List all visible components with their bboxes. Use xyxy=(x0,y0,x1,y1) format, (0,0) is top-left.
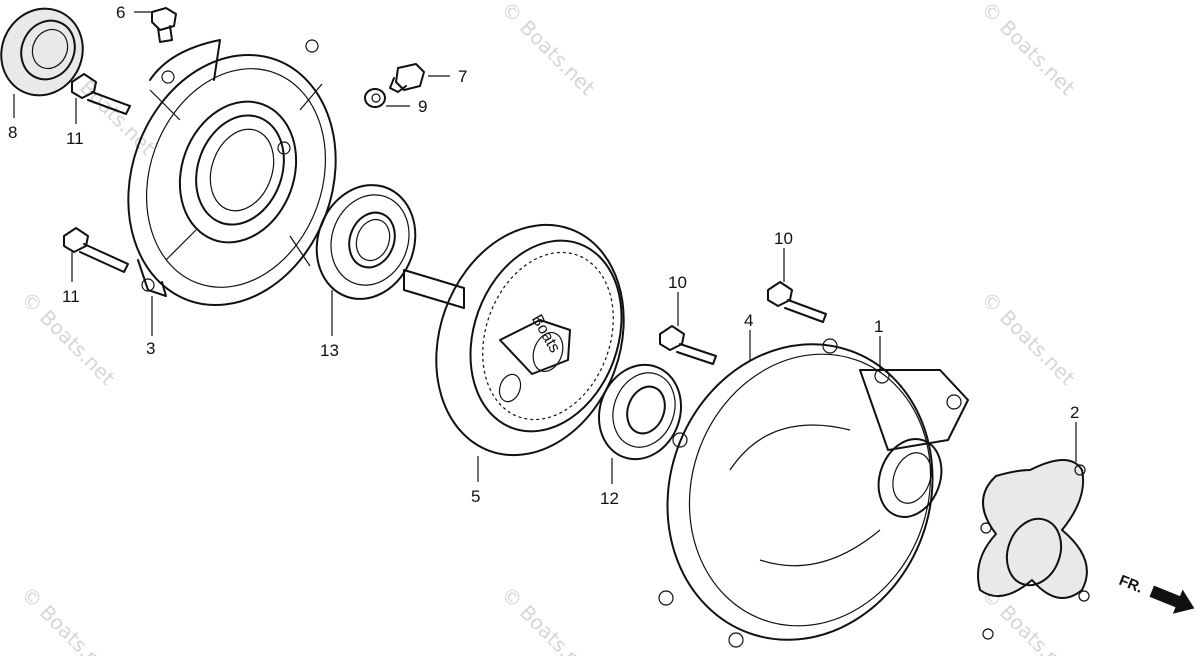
callout-12: 12 xyxy=(600,489,619,508)
flange-bolt-part-10-right xyxy=(767,281,827,323)
watermark-text: © Boats.net xyxy=(496,0,599,100)
callout-9: 9 xyxy=(418,97,427,116)
watermark-text: © Boats.net xyxy=(976,287,1079,390)
callout-7: 7 xyxy=(458,67,467,86)
callout-3: 3 xyxy=(146,339,155,358)
callout-2: 2 xyxy=(1070,403,1079,422)
callout-8: 8 xyxy=(8,123,17,142)
ball-bearing-part-12 xyxy=(597,363,683,461)
front-label: FR. xyxy=(1117,572,1146,597)
callout-11-upper: 11 xyxy=(66,129,84,148)
leader-lines xyxy=(13,11,1077,484)
front-case-part-1 xyxy=(658,338,969,648)
hub-label: Boats xyxy=(528,312,563,356)
flange-bolt-part-11-upper xyxy=(71,73,131,115)
drain-bolt-part-6 xyxy=(151,7,177,43)
ball-bearing-part-13 xyxy=(315,184,417,300)
watermark-text: © Boats.net xyxy=(16,582,119,656)
washer-part-9 xyxy=(364,88,386,108)
plug-part-7 xyxy=(389,63,425,93)
callout-6: 6 xyxy=(116,3,125,22)
callouts: 6 7 9 8 11 11 3 13 5 12 10 10 4 1 2 xyxy=(8,3,1079,508)
front-direction-arrow-icon xyxy=(1149,585,1195,614)
callout-11-lower: 11 xyxy=(62,287,80,306)
flange-bolt-part-11-lower xyxy=(63,227,129,273)
oil-seal-part-8 xyxy=(0,7,84,97)
flange-bolt-part-10-left xyxy=(659,325,717,365)
callout-5: 5 xyxy=(471,487,480,506)
callout-4: 4 xyxy=(744,311,753,330)
callout-10-right: 10 xyxy=(774,229,793,248)
watermark-text: © Boats.net xyxy=(496,582,599,656)
callout-10-left: 10 xyxy=(668,273,687,292)
watermark-text: © Boats.net xyxy=(976,0,1079,100)
front-indicator: FR. xyxy=(1117,572,1195,614)
ring-gear-part-5: Boats xyxy=(403,223,625,457)
callout-13: 13 xyxy=(320,341,339,360)
gasket-part-2 xyxy=(977,459,1090,640)
housing-cover-part-3 xyxy=(127,39,337,307)
callout-1: 1 xyxy=(874,317,883,336)
